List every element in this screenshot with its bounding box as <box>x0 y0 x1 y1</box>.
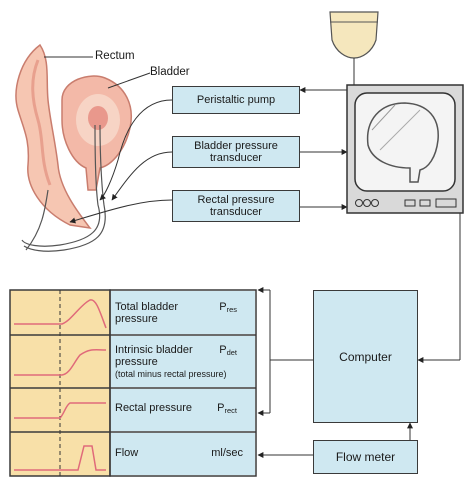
row2-label-line2: pressure <box>115 356 158 368</box>
row3-subscript: rect <box>224 406 237 415</box>
computer-label: Computer <box>339 349 392 364</box>
row1-symbol: P <box>219 301 227 313</box>
row1-label-line1: Total bladder <box>115 301 178 313</box>
row4-unit: ml/sec <box>211 447 243 459</box>
row1-label-line2: pressure <box>115 313 158 325</box>
row-total-bladder-pressure: Total bladder Pres pressure <box>111 291 255 334</box>
bladder-label: Bladder <box>150 66 190 78</box>
row2-label-line1: Intrinsic bladder <box>115 344 193 356</box>
iv-bag <box>329 11 379 59</box>
row2-note: (total minus rectal pressure) <box>115 369 227 379</box>
monitor <box>346 84 464 214</box>
row2-subscript: det <box>226 348 237 357</box>
row-flow: Flow ml/sec <box>111 433 255 475</box>
peristaltic-pump-box: Peristaltic pump <box>172 86 300 114</box>
row-rectal-pressure: Rectal pressure Prect <box>111 389 255 431</box>
row1-subscript: res <box>226 305 237 314</box>
rectal-pressure-transducer-box: Rectal pressure transducer <box>172 190 300 222</box>
row3-label: Rectal pressure <box>115 402 193 414</box>
bladder-transducer-line1: Bladder pressure <box>194 140 278 152</box>
flow-meter-label: Flow meter <box>335 450 396 464</box>
rectal-transducer-line2: transducer <box>210 206 262 218</box>
trace-flow <box>14 445 106 471</box>
trace-panel <box>9 289 256 477</box>
trace-pres <box>14 299 107 329</box>
rectal-transducer-line1: Rectal pressure <box>197 194 275 206</box>
trace-prect <box>14 402 106 419</box>
row4-label: Flow <box>115 447 139 459</box>
peristaltic-pump-label: Peristaltic pump <box>196 94 276 106</box>
row2-symbol: P <box>219 344 227 356</box>
flow-meter-box: Flow meter <box>313 440 418 474</box>
rectum-label: Rectum <box>95 50 135 62</box>
computer-box: Computer <box>313 290 418 423</box>
rectum-shape <box>15 43 92 230</box>
row-intrinsic-bladder-pressure: Intrinsic bladder Pdet pressure (total m… <box>111 336 255 387</box>
bladder-transducer-line2: transducer <box>210 152 262 164</box>
bladder-pressure-transducer-box: Bladder pressure transducer <box>172 136 300 168</box>
trace-pdet <box>14 348 107 376</box>
row3-symbol: P <box>217 402 225 414</box>
